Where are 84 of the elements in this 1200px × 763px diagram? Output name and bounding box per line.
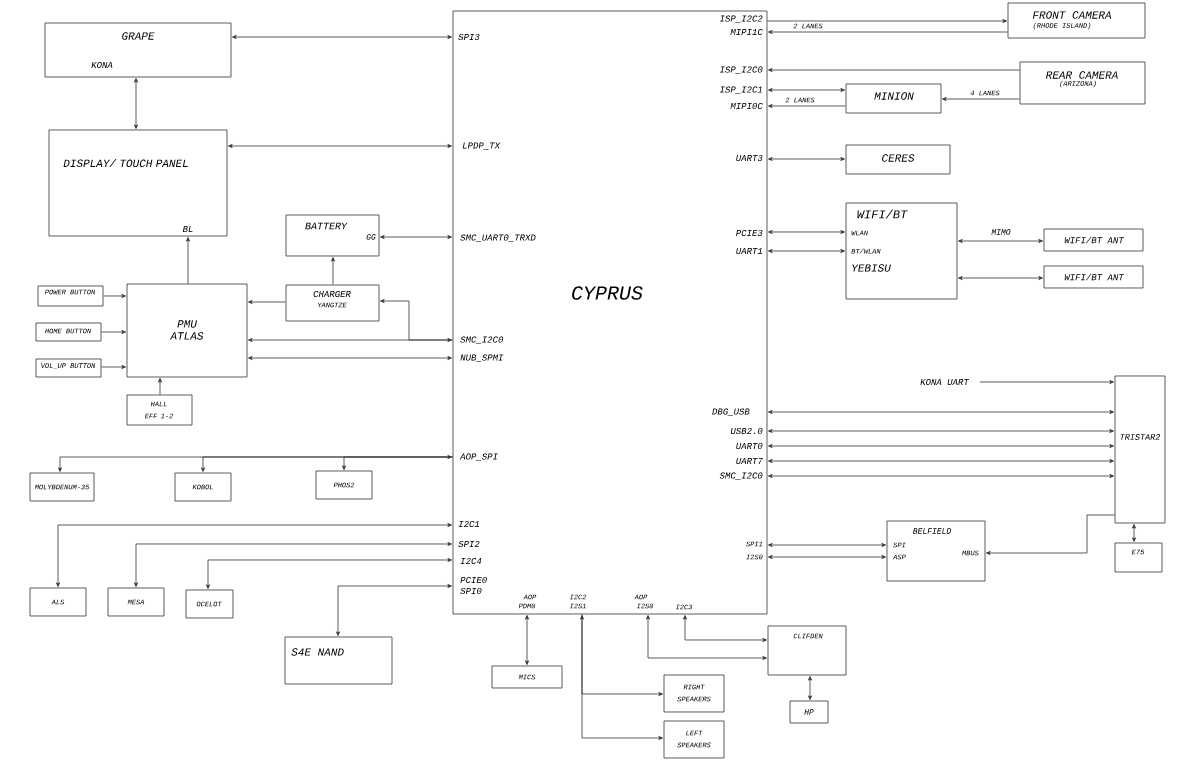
pin-label: SMC_I2C0	[460, 336, 504, 344]
arrow	[228, 144, 452, 148]
pin-label: PCIE3	[736, 229, 763, 237]
arrow	[768, 555, 886, 559]
arrow	[942, 97, 1020, 101]
pin-label: LPDP_TX	[462, 142, 501, 150]
arrow	[808, 676, 812, 700]
arrow	[768, 459, 1114, 463]
pin-label: UART0	[736, 442, 763, 450]
arrow	[380, 299, 453, 341]
block-box: WIFI/BT ANT	[1043, 228, 1144, 252]
arrow	[768, 474, 1114, 478]
arrow	[768, 230, 845, 234]
arrow	[768, 68, 1020, 72]
edge-label: KONA UART	[919, 377, 970, 387]
block-box: CERES	[845, 144, 951, 175]
arrow	[232, 35, 452, 39]
pin-label: SPI2	[458, 540, 480, 548]
arrow	[158, 378, 162, 395]
block-box: PMU ATLAS	[126, 283, 248, 378]
arrow	[331, 257, 335, 285]
pin-label: PCIE0	[460, 576, 487, 584]
arrow	[101, 365, 126, 369]
arrow	[134, 78, 138, 129]
pin-label: UART3	[736, 154, 763, 162]
block-box: WIFI/BT ANT	[1043, 265, 1144, 289]
block-box: GRAPE KONA	[44, 22, 232, 78]
arrow	[768, 104, 846, 108]
arrow	[56, 523, 452, 587]
arrow	[248, 300, 286, 304]
arrow	[768, 429, 1114, 433]
arrow	[580, 615, 663, 696]
arrow	[134, 542, 452, 587]
arrow	[986, 514, 1115, 555]
block-box: BATTERY GG	[285, 214, 380, 257]
arrow	[768, 88, 845, 92]
pin-label: ISP_I2C2	[720, 15, 763, 23]
pin-label: SMC_I2C0	[719, 472, 763, 480]
pin-label: ISP_I2C1	[720, 86, 762, 94]
block-box: HP	[789, 700, 829, 724]
arrow	[380, 235, 452, 239]
pin-label: DBG_USB	[712, 408, 750, 416]
arrow	[581, 614, 663, 740]
arrow	[248, 338, 452, 342]
block-box: S4E NAND	[284, 636, 393, 685]
arrow	[768, 410, 1114, 414]
arrow	[768, 543, 886, 547]
pin-label: SPI3	[458, 33, 480, 41]
arrow	[186, 237, 190, 284]
arrow	[103, 294, 126, 298]
pin-label: I2C4	[460, 557, 482, 565]
arrow	[336, 584, 452, 636]
block-box: TRISTAR2	[1114, 375, 1166, 524]
pin-label: USB2.0	[730, 427, 763, 435]
pin-label: SMC_UART0_TRXD	[460, 234, 536, 242]
arrow	[683, 615, 767, 642]
pin-label: UART1	[736, 248, 763, 254]
arrow	[58, 455, 452, 472]
arrow	[1132, 524, 1136, 542]
block-box: DISPLAY/ TOUCH PANEL BL	[48, 129, 228, 237]
pin-label: NUB_SPMI	[460, 354, 504, 362]
arrow	[979, 380, 1114, 384]
arrow	[767, 19, 1007, 23]
arrow	[206, 558, 452, 589]
pin-label: UART7	[736, 458, 763, 464]
arrow	[101, 330, 126, 334]
pin-label: I2C1	[458, 520, 480, 528]
arrow	[248, 356, 452, 360]
pin-label: MIPI1C	[730, 28, 763, 36]
pin-label: SPI0	[460, 587, 482, 595]
block-box: MINION	[845, 83, 942, 114]
edge-label: MIMO	[990, 228, 1012, 236]
arrow	[768, 249, 845, 253]
pin-label: ISP_I2C0	[720, 66, 763, 74]
arrow	[768, 444, 1114, 448]
arrow	[646, 615, 767, 660]
arrow	[525, 615, 529, 665]
arrow	[958, 276, 1043, 280]
arrow	[768, 157, 845, 161]
arrow	[342, 456, 453, 470]
arrow	[768, 30, 1008, 34]
arrow	[958, 239, 1043, 243]
pin-label: AOP_SPI	[459, 453, 498, 461]
pin-label: MIPI0C	[730, 102, 763, 110]
